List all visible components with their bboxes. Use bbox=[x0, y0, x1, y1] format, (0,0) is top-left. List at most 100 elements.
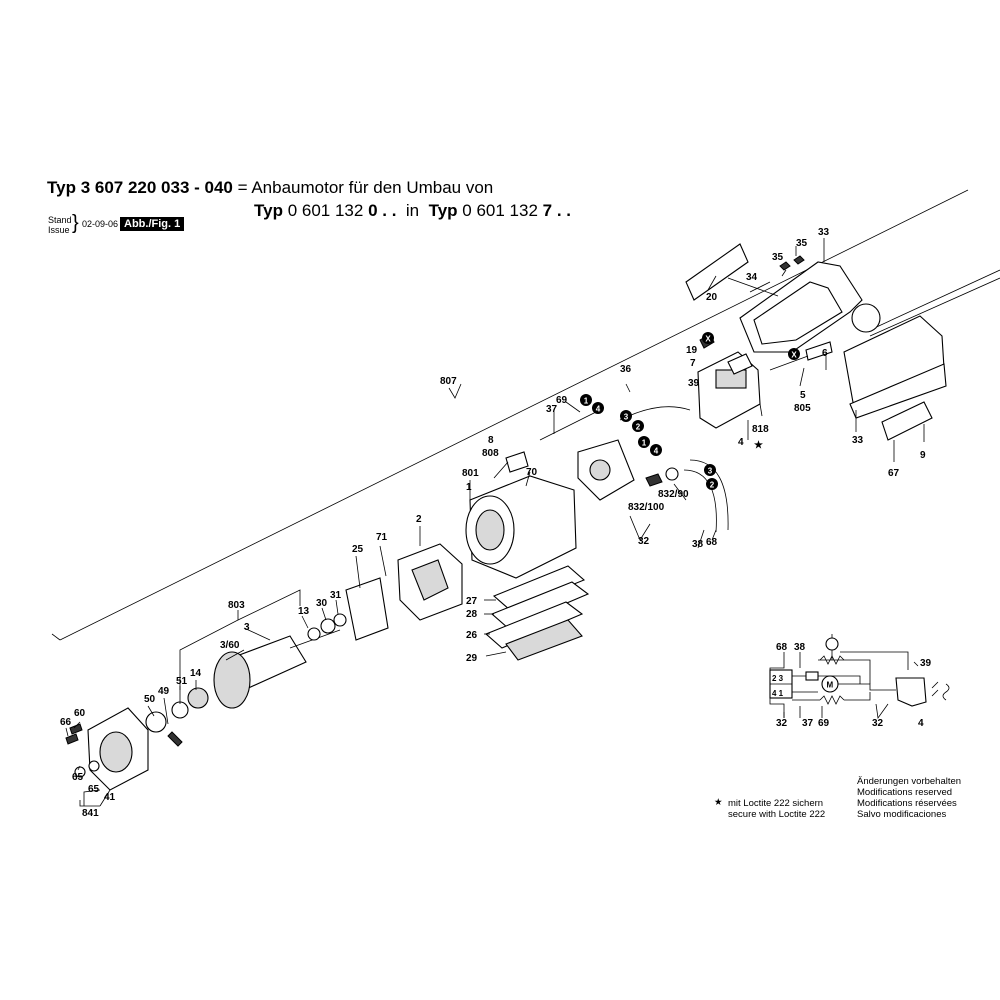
type-suffix-b: 7 . . bbox=[542, 201, 572, 220]
brace-glyph: } bbox=[72, 212, 79, 234]
terminal-23: 2 3 bbox=[772, 674, 784, 683]
label-803: 803 bbox=[228, 600, 245, 611]
label-3-60: 3/60 bbox=[220, 640, 240, 651]
cable-38 bbox=[689, 459, 729, 531]
circle-markers: 1 4 3 2 1 4 3 2 X X bbox=[580, 332, 800, 490]
label-51: 51 bbox=[176, 676, 188, 687]
marker-3a bbox=[620, 410, 632, 422]
cover-half-part bbox=[843, 315, 947, 419]
part-labels: 807 33 35 34 35 20 19 7 39 6 5 805 36 69… bbox=[60, 227, 926, 819]
label-2: 2 bbox=[416, 514, 422, 525]
type-number-b: 0 601 132 bbox=[462, 201, 538, 220]
figure-badge: Abb./Fig. 1 bbox=[120, 217, 185, 231]
label-70: 70 bbox=[526, 467, 538, 478]
label-50: 50 bbox=[144, 694, 156, 705]
type-number-a: 0 601 132 bbox=[287, 201, 364, 220]
label-37: 37 bbox=[546, 404, 558, 415]
loctite-de: mit Loctite 222 sichern bbox=[728, 798, 824, 809]
marker-1b bbox=[638, 436, 650, 448]
marker-3b bbox=[704, 464, 716, 476]
wiring-schematic: 2 3 4 1 M 68 38 39 32 37 69 bbox=[769, 634, 950, 729]
label-818-star: ★ bbox=[754, 440, 763, 451]
handle-housing-part bbox=[739, 261, 881, 353]
rail-27 bbox=[492, 565, 586, 611]
marker-2a-text: 2 bbox=[636, 423, 641, 432]
schem-4: 4 bbox=[918, 718, 924, 729]
title-line-1: Typ 3 607 220 033 - 040 = Anbaumotor für… bbox=[47, 178, 493, 198]
label-4: 4 bbox=[738, 437, 744, 448]
motor-housing-part bbox=[465, 475, 577, 579]
plug-part bbox=[805, 341, 833, 361]
rail-29 bbox=[505, 619, 583, 661]
typ-label-b: Typ bbox=[428, 201, 458, 220]
in-word: in bbox=[405, 201, 420, 220]
label-30: 30 bbox=[316, 598, 328, 609]
washer-50 bbox=[145, 711, 167, 733]
label-32: 32 bbox=[638, 536, 650, 547]
screw-66 bbox=[65, 733, 79, 745]
label-801: 801 bbox=[462, 468, 479, 479]
loctite-en: secure with Loctite 222 bbox=[728, 809, 826, 820]
label-33a: 33 bbox=[818, 227, 830, 238]
label-41: 41 bbox=[104, 792, 116, 803]
stand-issue-label: Stand Issue bbox=[48, 215, 72, 235]
title-description: = Anbaumotor für den Umbau von bbox=[237, 178, 494, 197]
type-suffix-a: 0 . . bbox=[368, 201, 397, 220]
label-29: 29 bbox=[466, 653, 478, 664]
brush-holder-part bbox=[577, 439, 635, 501]
power-cord bbox=[869, 269, 1000, 331]
switch-symbol bbox=[895, 677, 927, 707]
armature-part bbox=[213, 629, 341, 709]
marker-3a-text: 3 bbox=[624, 413, 629, 422]
modifications-en: Modifications reserved bbox=[857, 787, 953, 798]
bearing-14 bbox=[187, 687, 209, 709]
label-6: 6 bbox=[822, 348, 828, 359]
title-part-number: 3 607 220 033 - 040 bbox=[80, 178, 233, 197]
label-28: 28 bbox=[466, 609, 478, 620]
marker-4a-text: 4 bbox=[596, 405, 601, 414]
washer-31 bbox=[333, 613, 347, 627]
label-71: 71 bbox=[376, 532, 388, 543]
label-9: 9 bbox=[920, 450, 926, 461]
screw-35b bbox=[793, 255, 805, 265]
marker-1a bbox=[580, 394, 592, 406]
key-49 bbox=[167, 731, 183, 747]
modifications-de: Änderungen vorbehalten bbox=[857, 776, 962, 787]
label-805: 805 bbox=[794, 403, 811, 414]
field-coil-part bbox=[397, 543, 463, 621]
label-33b: 33 bbox=[852, 435, 864, 446]
marker-2b-text: 2 bbox=[710, 481, 715, 490]
screw-65b bbox=[88, 760, 100, 772]
label-5: 5 bbox=[800, 390, 806, 401]
schem-32b: 32 bbox=[872, 718, 884, 729]
marker-xb bbox=[788, 348, 800, 360]
label-818: 818 bbox=[752, 424, 769, 435]
label-3: 3 bbox=[244, 622, 250, 633]
label-68: 68 bbox=[706, 537, 718, 548]
label-807: 807 bbox=[440, 376, 457, 387]
schem-38: 38 bbox=[794, 642, 806, 653]
gear-housing-part bbox=[87, 707, 149, 791]
schem-32a: 32 bbox=[776, 718, 788, 729]
label-7: 7 bbox=[690, 358, 696, 369]
label-841: 841 bbox=[82, 808, 99, 819]
marker-4a bbox=[592, 402, 604, 414]
rail-26 bbox=[484, 601, 584, 649]
label-35a: 35 bbox=[796, 238, 808, 249]
label-808: 808 bbox=[482, 448, 499, 459]
label-25: 25 bbox=[352, 544, 364, 555]
washer-30 bbox=[320, 618, 336, 634]
carbon-brush bbox=[645, 473, 663, 487]
label-69: 69 bbox=[556, 395, 568, 406]
label-20: 20 bbox=[706, 292, 718, 303]
marker-2a bbox=[632, 420, 644, 432]
screw-34 bbox=[727, 277, 779, 297]
screw-65a bbox=[74, 766, 86, 778]
label-36: 36 bbox=[620, 364, 632, 375]
label-13: 13 bbox=[298, 606, 310, 617]
power-cord-edge bbox=[869, 277, 1000, 337]
marker-xa-text: X bbox=[705, 335, 711, 344]
screw-35a bbox=[779, 261, 791, 271]
label-832-100: 832/100 bbox=[628, 502, 665, 513]
marker-xa bbox=[702, 332, 714, 344]
